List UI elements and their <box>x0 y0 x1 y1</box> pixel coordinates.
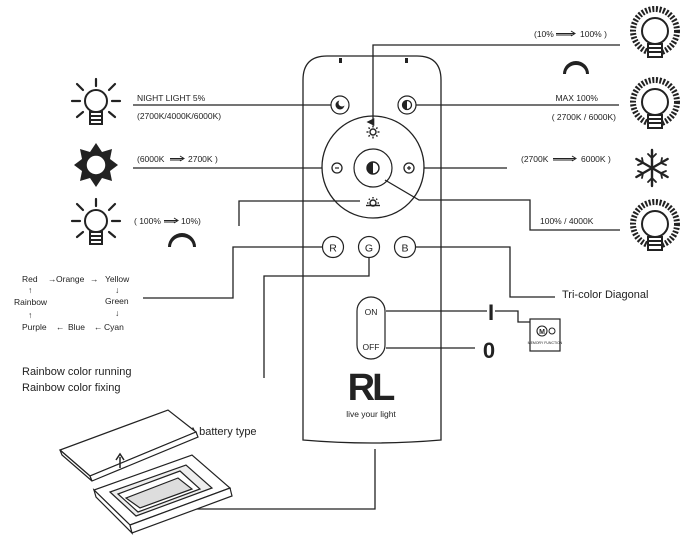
svg-text:M: M <box>539 329 545 336</box>
memory-line <box>495 310 537 323</box>
crescent-icon <box>563 61 589 74</box>
crescent-icon <box>168 233 196 247</box>
svg-text:↓: ↓ <box>115 308 119 318</box>
battery-line <box>188 449 376 510</box>
rainbow-green: Green <box>105 296 129 306</box>
r-line <box>143 246 322 299</box>
brightness-down-icon <box>366 197 380 207</box>
svg-text:↑: ↑ <box>28 285 32 295</box>
cct-up-label: (2700K <box>521 154 549 164</box>
sun-icon <box>74 143 118 187</box>
rainbow-running-label: Rainbow color running <box>22 366 131 378</box>
rainbow-cyan: Cyan <box>104 322 124 332</box>
b-button[interactable] <box>393 235 417 259</box>
moon-icon <box>335 99 346 110</box>
double-arrow-icon <box>556 30 576 37</box>
max-label: MAX 100% <box>555 93 598 103</box>
radiant-bulb-icon <box>633 9 677 57</box>
brightness-up-icon <box>366 125 380 139</box>
g-button[interactable] <box>357 235 381 259</box>
svg-text:←: ← <box>94 322 103 332</box>
double-arrow-icon <box>164 217 179 224</box>
contrast-icon <box>366 161 380 175</box>
double-arrow-icon <box>170 155 185 162</box>
rainbow-red: Red <box>22 274 38 284</box>
snowflake-icon <box>635 148 669 188</box>
bright-up-end-label: 100% ) <box>580 29 607 39</box>
b-line <box>416 246 555 298</box>
brand-logo: RL <box>348 367 395 409</box>
on-label: ON <box>365 307 378 317</box>
off-symbol: 0 <box>483 338 495 363</box>
night-light-cct-label: (2700K/4000K/6000K) <box>137 111 221 121</box>
tri-color-label: Tri-color Diagonal <box>562 289 648 301</box>
memory-badge-label: MEMORY FUNCTION <box>528 341 563 345</box>
cct-down-label: (6000K <box>137 154 165 164</box>
bright-down-line <box>238 200 360 226</box>
default-line <box>384 179 620 231</box>
cct-up-end-label: 6000K ) <box>581 154 611 164</box>
radiant-bulb-icon <box>633 202 677 250</box>
svg-text:↓: ↓ <box>115 285 119 295</box>
rainbow-fixing-label: Rainbow color fixing <box>22 382 120 394</box>
on-symbol: I <box>488 300 494 325</box>
rainbow-blue: Blue <box>68 322 85 332</box>
svg-text:↑: ↑ <box>28 310 32 320</box>
bulb-icon <box>70 77 122 126</box>
bright-down-end-label: 10%) <box>181 216 201 226</box>
r-button[interactable] <box>321 235 345 259</box>
bulb-icon <box>70 197 122 246</box>
g-line <box>263 258 370 378</box>
off-label: OFF <box>363 342 380 352</box>
rainbow-cycle: Red → Orange → Yellow ↓ Green ↓ Cyan ← B… <box>14 274 130 332</box>
memory-function-icon: M MEMORY FUNCTION <box>528 318 563 352</box>
max-cct-label: ( 2700K / 6000K) <box>552 112 616 122</box>
battery-tray-illustration <box>92 454 233 535</box>
night-light-label: NIGHT LIGHT 5% <box>137 93 206 103</box>
double-arrow-icon <box>553 155 577 162</box>
battery-cover-illustration <box>58 409 199 482</box>
cct-down-icon <box>331 162 343 174</box>
cct-down-end-label: 2700K ) <box>188 154 218 164</box>
rainbow-yellow: Yellow <box>105 274 130 284</box>
svg-text:←: ← <box>56 322 65 332</box>
svg-text:→: → <box>48 274 57 284</box>
rainbow-orange: Orange <box>56 274 85 284</box>
bright-down-label: ( 100% <box>134 216 161 226</box>
half-circle-icon <box>401 99 413 111</box>
insert-arrow-icon <box>115 452 125 468</box>
rainbow-label: Rainbow <box>14 297 48 307</box>
power-switch[interactable] <box>356 296 386 360</box>
cct-up-icon <box>403 162 415 174</box>
radiant-bulb-icon <box>633 80 677 128</box>
b-button-label: B <box>401 243 408 255</box>
rainbow-purple: Purple <box>22 322 47 332</box>
svg-text:→: → <box>90 274 99 284</box>
bright-up-label: (10% <box>534 29 554 39</box>
brand-tagline: live your light <box>346 409 396 419</box>
g-button-label: G <box>365 243 373 255</box>
default-label: 100% / 4000K <box>540 216 594 226</box>
bright-up-line <box>366 44 620 126</box>
r-button-label: R <box>329 243 337 255</box>
